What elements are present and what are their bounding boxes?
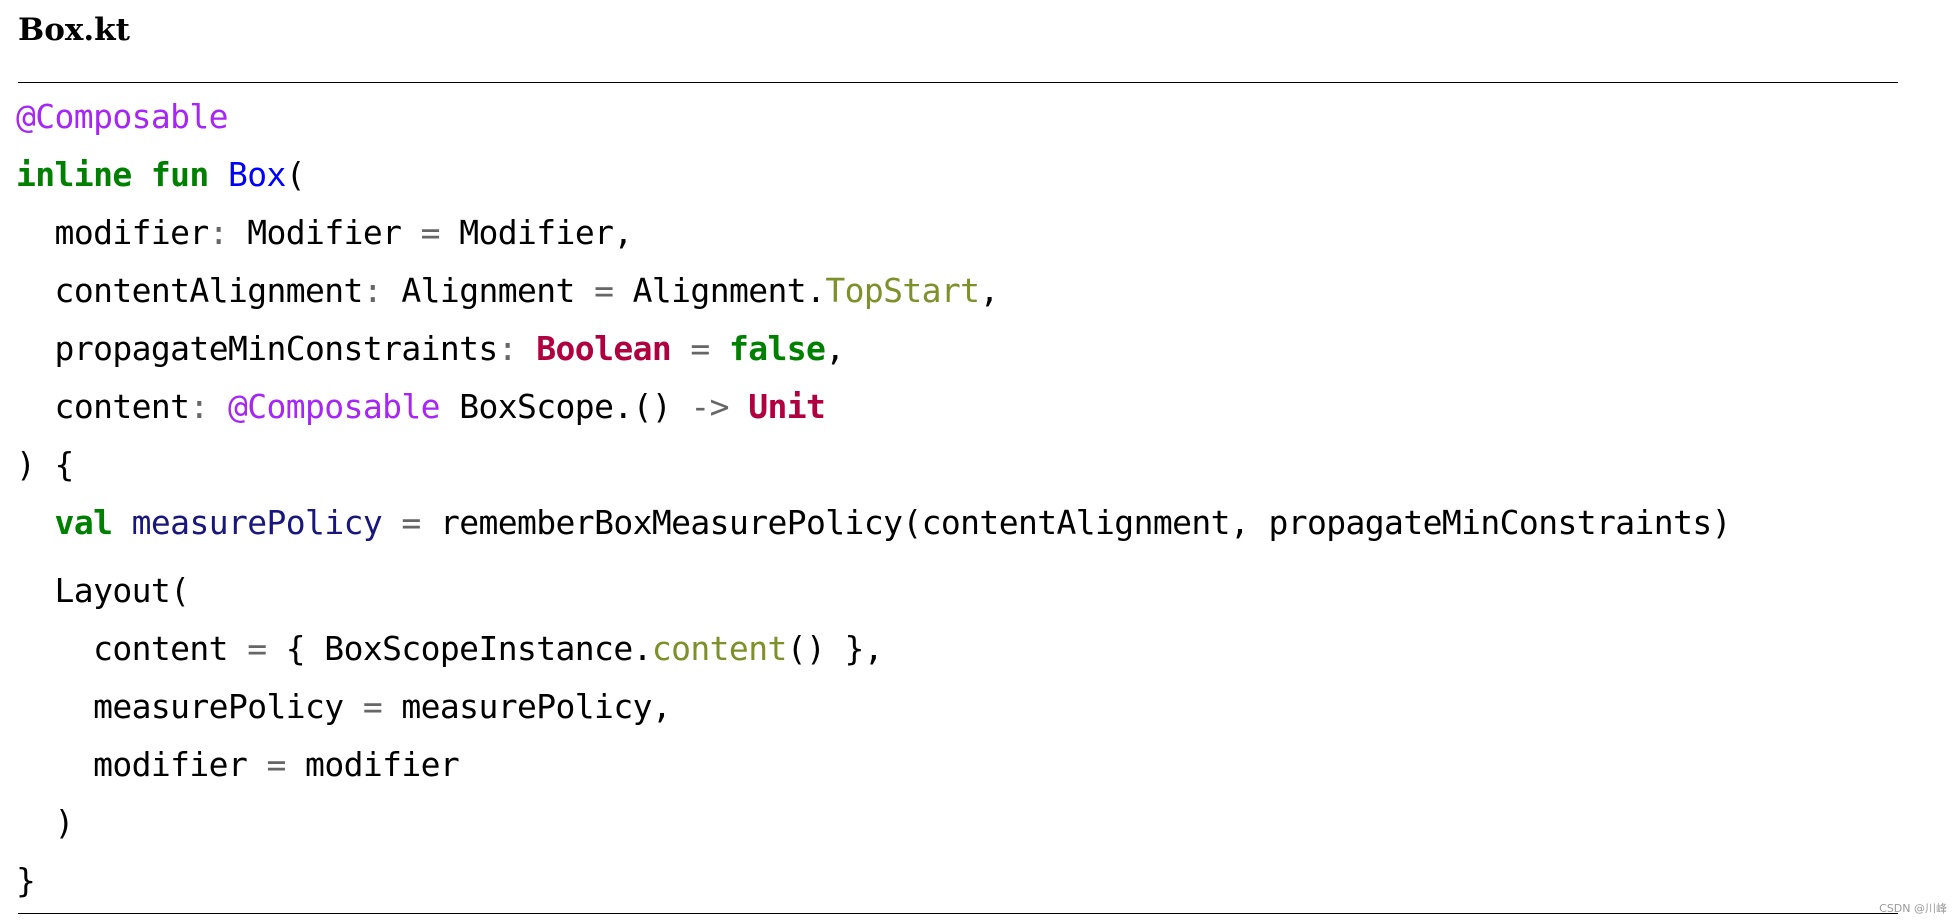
code-line-3: modifier: Modifier = Modifier, — [16, 204, 1731, 262]
function-call-token: rememberBoxMeasurePolicy(contentAlignmen… — [439, 503, 1732, 542]
indent — [16, 387, 55, 426]
code-filename: Box.kt — [18, 12, 130, 48]
code-line-10: content = { BoxScopeInstance.content() }… — [16, 620, 1731, 678]
parameter-token: content — [54, 387, 190, 426]
indent — [16, 329, 55, 368]
indent — [16, 687, 93, 726]
function-call-token: Layout( — [16, 571, 190, 610]
operator-token: = — [343, 687, 402, 726]
bottom-rule-divider — [18, 913, 1898, 914]
arrow-operator-token: -> — [690, 387, 729, 426]
operator-token: = — [382, 503, 440, 542]
property-token: TopStart — [825, 271, 980, 310]
punctuation-token: ) — [16, 803, 75, 842]
code-line-9: Layout( — [16, 562, 1731, 620]
punctuation-token: () }, — [786, 629, 884, 668]
indent — [16, 503, 55, 542]
keyword-token: inline — [16, 155, 132, 194]
parameter-token: modifier — [54, 213, 210, 252]
builtin-type-token: Boolean — [536, 329, 672, 368]
punctuation-token: , — [979, 271, 999, 310]
punctuation-token: , — [825, 329, 845, 368]
default-value-token: Alignment. — [632, 271, 826, 310]
parameter-token: contentAlignment — [54, 271, 364, 310]
colon-token: : — [497, 329, 537, 368]
property-token: content — [651, 629, 787, 668]
code-listing: @Composable inline fun Box( modifier: Mod… — [16, 88, 1731, 910]
code-line-7: ) { — [16, 436, 1731, 494]
parameter-token: propagateMinConstraints — [54, 329, 499, 368]
code-line-13: ) — [16, 794, 1731, 852]
colon-token: : — [208, 213, 248, 252]
space — [112, 503, 131, 542]
code-line-11: measurePolicy = measurePolicy, — [16, 678, 1731, 736]
punctuation-token: } — [16, 861, 36, 900]
argument-value-token: modifier — [305, 745, 460, 784]
top-rule-divider — [18, 82, 1898, 83]
keyword-token: fun — [150, 155, 209, 194]
argument-value-token: measurePolicy, — [401, 687, 672, 726]
indent — [16, 213, 55, 252]
space — [729, 387, 748, 426]
code-line-5: propagateMinConstraints: Boolean = false… — [16, 320, 1731, 378]
colon-token: : — [189, 387, 228, 426]
punctuation-token: ( — [285, 155, 306, 194]
code-line-14: } — [16, 852, 1731, 910]
indent — [16, 271, 55, 310]
argument-name-token: modifier — [93, 745, 248, 784]
receiver-type-token: BoxScope.() — [439, 387, 691, 426]
argument-name-token: measurePolicy — [93, 687, 344, 726]
operator-token: = — [574, 271, 633, 310]
indent — [16, 629, 93, 668]
default-value-token: Modifier — [459, 213, 614, 252]
keyword-token: false — [728, 329, 826, 368]
operator-token: = — [247, 745, 306, 784]
variable-name-token: measurePolicy — [131, 503, 383, 542]
builtin-type-token: Unit — [748, 387, 826, 426]
annotation-token: @Composable — [227, 387, 441, 426]
indent — [16, 745, 93, 784]
code-line-1: @Composable — [16, 88, 1731, 146]
punctuation-token: , — [613, 213, 633, 252]
code-line-4: contentAlignment: Alignment = Alignment.… — [16, 262, 1731, 320]
annotation-token: @Composable — [16, 97, 229, 136]
type-token: Modifier — [247, 213, 402, 252]
code-line-6: content: @Composable BoxScope.() -> Unit — [16, 378, 1731, 436]
operator-token: = — [227, 629, 286, 668]
punctuation-token: ) { — [16, 445, 74, 484]
code-line-8: val measurePolicy = rememberBoxMeasurePo… — [16, 494, 1732, 562]
keyword-token: val — [54, 503, 113, 542]
function-name-token: Box — [227, 155, 286, 194]
code-line-2: inline fun Box( — [16, 146, 1731, 204]
watermark-text: CSDN @川峰 — [1879, 902, 1947, 915]
operator-token: = — [671, 329, 729, 368]
colon-token: : — [362, 271, 402, 310]
operator-token: = — [401, 213, 460, 252]
argument-name-token: content — [93, 629, 228, 668]
code-line-12: modifier = modifier — [16, 736, 1731, 794]
type-token: Alignment — [401, 271, 575, 310]
lambda-token: { BoxScopeInstance. — [285, 629, 653, 668]
